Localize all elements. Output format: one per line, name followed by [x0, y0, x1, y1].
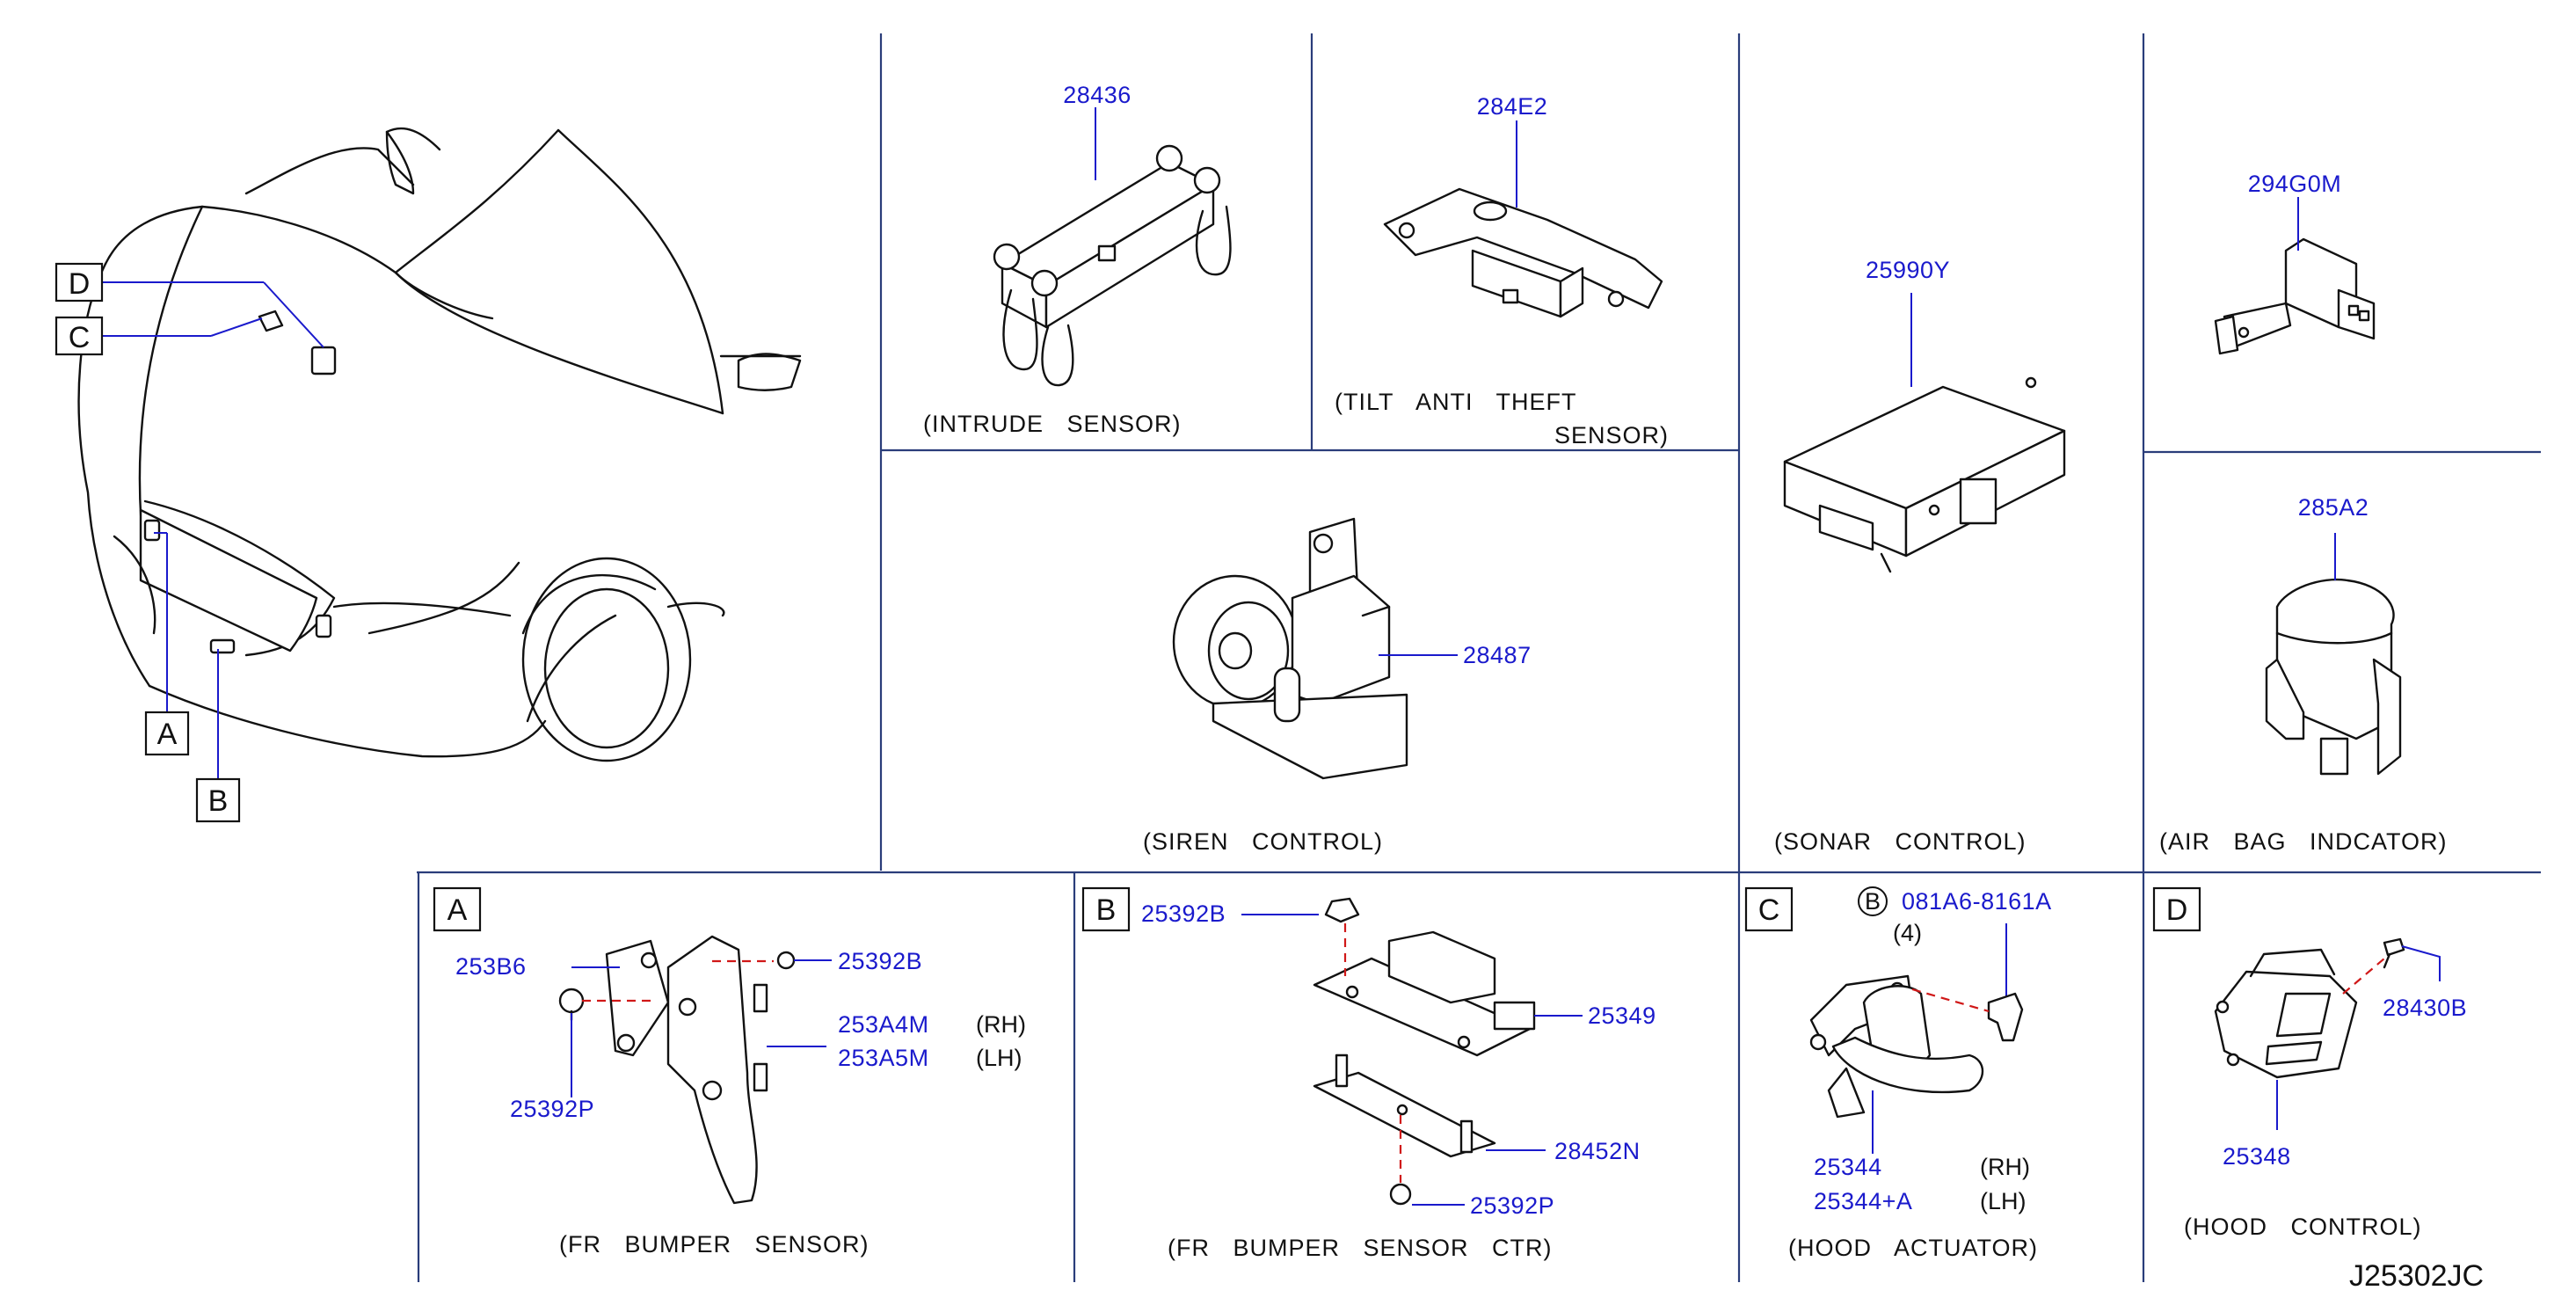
panel-a-part-253a5m: 253A5M	[838, 1045, 929, 1071]
hood-actuator-illustration	[1809, 974, 2024, 1119]
panel-d-leader-28430b	[2401, 945, 2441, 981]
panel-a-label: A	[448, 893, 468, 927]
panel-c-bolt-qty: (4)	[1893, 920, 1922, 946]
panel-a-lh: (LH)	[976, 1045, 1022, 1071]
overview-callout-a: A	[144, 711, 190, 756]
panel-a-label-box: A	[433, 886, 482, 932]
bolt-marker: B	[1858, 886, 1888, 916]
panel-c-label-box: C	[1744, 886, 1794, 932]
panel-d-dash	[2342, 958, 2385, 995]
panel-b-part-25349: 25349	[1588, 1002, 1656, 1029]
overview-callout-d: D	[55, 262, 104, 303]
callout-d-label: D	[69, 267, 91, 301]
panel-c-lh: (LH)	[1980, 1188, 2027, 1214]
panel-c-part-25344a: 25344+A	[1814, 1188, 1912, 1214]
callout-b-label: B	[208, 784, 229, 818]
fr-bumper-sensor-ctr-illustration	[1313, 897, 1536, 1158]
panel-d-part-28430b: 28430B	[2383, 995, 2467, 1021]
panel-c-caption: (HOOD ACTUATOR)	[1788, 1235, 2038, 1261]
panel-a-part-253a4m: 253A4M	[838, 1011, 929, 1038]
airbag-module-illustration	[2214, 237, 2376, 355]
panel-d-label: D	[2166, 893, 2188, 927]
panel-a-part-25392b: 25392B	[838, 948, 922, 974]
panel-d-label-box: D	[2152, 886, 2201, 932]
panel-a-part-253b6: 253B6	[455, 953, 527, 980]
callout-c-label: C	[69, 321, 91, 354]
airbag-indicator-part-number: 285A2	[2298, 494, 2369, 521]
callout-a-label: A	[157, 718, 178, 751]
panel-c-bolt-part: 081A6-8161A	[1902, 888, 2052, 915]
intrude-part-number: 28436	[1063, 82, 1132, 108]
panel-d-part-25348: 25348	[2223, 1143, 2291, 1170]
tilt-sensor-illustration	[1383, 187, 1663, 318]
hood-control-illustration	[2214, 937, 2405, 1079]
panel-c-part-25344: 25344	[1814, 1154, 1882, 1180]
overview-leaders	[102, 281, 324, 779]
sonar-part-number: 25990Y	[1866, 257, 1950, 283]
panel-a-caption: (FR BUMPER SENSOR)	[559, 1231, 870, 1258]
siren-control-illustration	[1172, 517, 1408, 780]
intrude-sensor-illustration	[993, 144, 1232, 387]
panel-b-label-box: B	[1081, 886, 1131, 932]
bolt-marker-letter: B	[1865, 888, 1881, 915]
sonar-caption: (SONAR CONTROL)	[1774, 828, 2027, 855]
panel-grid	[417, 33, 2541, 1282]
siren-part-number: 28487	[1463, 642, 1532, 668]
panel-d-caption: (HOOD CONTROL)	[2184, 1214, 2422, 1240]
sonar-control-illustration	[1783, 376, 2066, 573]
panel-c-rh: (RH)	[1980, 1154, 2030, 1180]
panel-a-rh: (RH)	[976, 1011, 1026, 1038]
siren-caption: (SIREN CONTROL)	[1143, 828, 1383, 855]
panel-b-part-25392b: 25392B	[1141, 900, 1226, 927]
vehicle-overview	[77, 127, 802, 762]
panel-c-label: C	[1758, 893, 1780, 927]
panel-a-part-25392p: 25392P	[510, 1096, 594, 1122]
overview-callout-c: C	[55, 316, 104, 356]
panel-c-dash	[1911, 988, 1990, 1013]
panel-b-caption: (FR BUMPER SENSOR CTR)	[1168, 1235, 1553, 1261]
panel-b-part-25392p: 25392P	[1470, 1192, 1554, 1219]
overview-callout-b: B	[195, 777, 241, 823]
panel-b-part-28452n: 28452N	[1554, 1138, 1641, 1164]
airbag-indicator-illustration	[2265, 578, 2402, 776]
diagram-code: J25302JC	[2349, 1259, 2484, 1293]
intrude-caption: (INTRUDE SENSOR)	[923, 411, 1182, 437]
panel-b-label: B	[1096, 893, 1117, 927]
fr-bumper-sensor-illustration	[558, 935, 796, 1205]
tilt-caption-line1: (TILT ANTI THEFT	[1335, 389, 1577, 415]
tilt-part-number: 284E2	[1477, 93, 1548, 120]
airbag-indicator-caption: (AIR BAG INDCATOR)	[2159, 828, 2448, 855]
tilt-caption-line2: SENSOR)	[1554, 422, 1669, 448]
airbag-module-part-number: 294G0M	[2248, 171, 2342, 197]
panel-b-clip-icon	[1389, 1183, 1412, 1206]
